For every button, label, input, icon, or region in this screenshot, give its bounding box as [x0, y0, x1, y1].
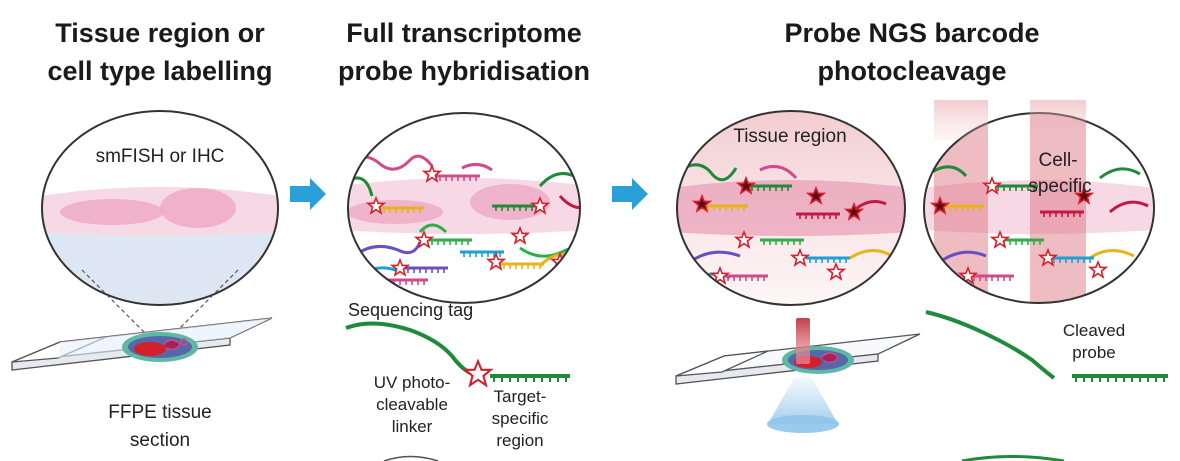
panel1-caption-line1: FFPE tissue: [108, 402, 211, 423]
label-target-line2: specific: [492, 409, 549, 428]
panel1-title-line1: Tissue region or: [55, 18, 265, 48]
right-arrow-icon: [290, 178, 326, 210]
panel3-cell-specific-label-line2: specific: [1028, 176, 1091, 197]
label-target-line3: region: [496, 431, 543, 450]
label-sequencing-tag: Sequencing tag: [348, 300, 473, 320]
panel2-title-line1: Full transcriptome: [346, 18, 582, 48]
panel1-title-line2: cell type labelling: [47, 56, 272, 86]
uv-beam-icon: [1030, 100, 1086, 140]
probe-schematic: [345, 321, 570, 388]
objective-light-cone: [767, 378, 839, 433]
panel3-cell-specific-circle: [923, 112, 1155, 304]
label-linker-line3: linker: [392, 417, 433, 436]
zoom-line-left: [81, 269, 153, 341]
uv-beam-icon: [934, 100, 988, 140]
panel3-title-line2: photocleavage: [817, 56, 1006, 86]
panel2-magnified-circle: [347, 112, 581, 304]
cropped-fragment: [961, 455, 1065, 461]
uv-beam-icon: [796, 318, 810, 364]
cropped-fragment: [383, 455, 439, 461]
right-arrow-icon: [612, 178, 648, 210]
panel3-tissue-region-circle: [676, 110, 906, 306]
cleaved-probe: [925, 310, 1168, 382]
panel1-caption-line2: section: [130, 430, 190, 451]
panel3-tissue-section: [782, 346, 854, 374]
star-linker-icon: [462, 358, 494, 388]
panel2-title-line2: probe hybridisation: [338, 56, 590, 86]
label-target-line1: Target-: [494, 387, 547, 406]
cleaved-probe-label-line2: probe: [1072, 343, 1115, 362]
panel1-magnified-circle: [41, 110, 279, 306]
panel3-cell-specific-label-line1: Cell-: [1038, 150, 1077, 171]
label-linker-line1: UV photo-: [374, 373, 451, 392]
cleaved-probe-label-line1: Cleaved: [1063, 321, 1125, 340]
zoom-line-right: [167, 269, 239, 341]
panel3-tissue-region-label: Tissue region: [733, 126, 846, 147]
panel1-tissue-section: [122, 332, 198, 362]
label-linker-line2: cleavable: [376, 395, 448, 414]
panel1-circle-label: smFISH or IHC: [96, 146, 225, 167]
panel3-title-line1: Probe NGS barcode: [784, 18, 1039, 48]
